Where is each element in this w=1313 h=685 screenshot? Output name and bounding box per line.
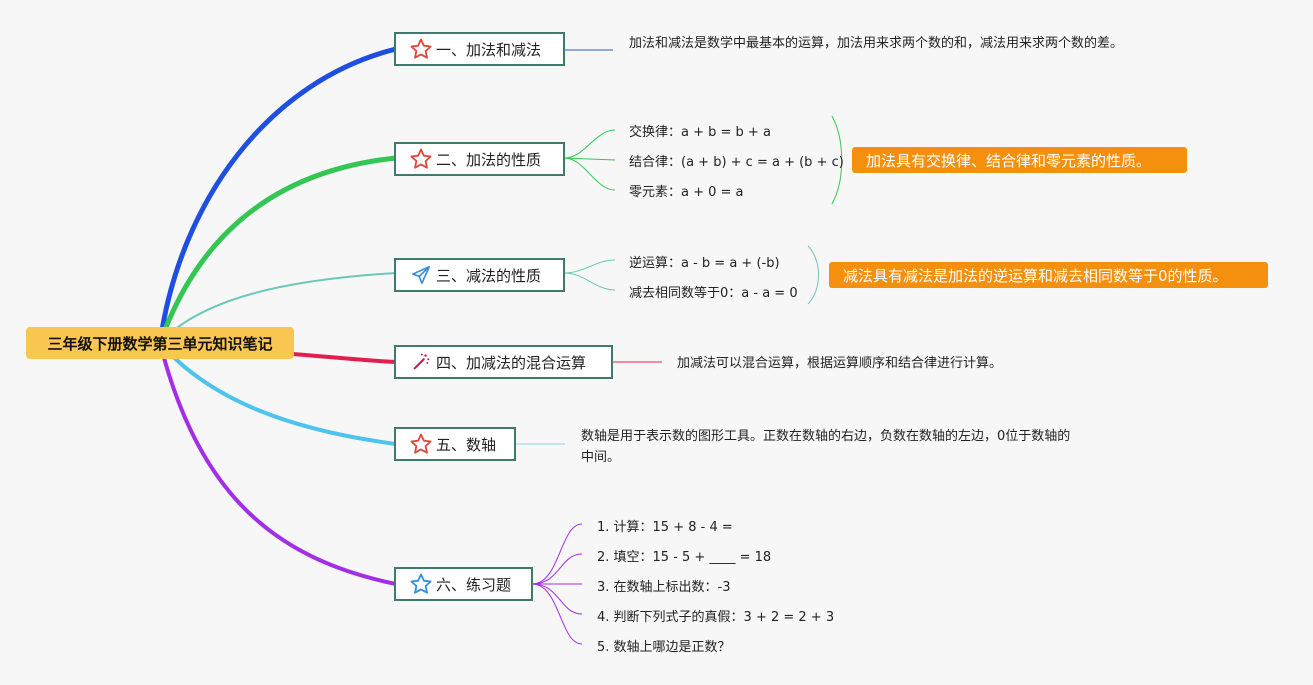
leaf-2-1[interactable]: 交换律：a + b = b + a bbox=[629, 125, 771, 140]
leaf-line-2-1 bbox=[563, 129, 616, 159]
leaf-6-4[interactable]: 4. 判断下列式子的真假：3 + 2 = 2 + 3 bbox=[597, 610, 835, 625]
branch-1-note: 加法和减法是数学中最基本的运算，加法用来求两个数的和，减法用来求两个数的差。 bbox=[629, 36, 1124, 51]
branch-label: 三、减法的性质 bbox=[436, 266, 542, 285]
leaf-6-1[interactable]: 1. 计算：15 + 8 - 4 = bbox=[597, 520, 733, 535]
star-outline-icon bbox=[408, 146, 434, 172]
branch-label: 六、练习题 bbox=[436, 575, 512, 594]
leaf-2-3[interactable]: 零元素：a + 0 = a bbox=[629, 185, 744, 200]
leaf-3-1[interactable]: 逆运算：a - b = a + (-b) bbox=[629, 256, 780, 271]
branch-label: 一、加法和减法 bbox=[436, 40, 542, 59]
leaf-3-2[interactable]: 减去相同数等于0：a - a = 0 bbox=[629, 286, 798, 301]
branch-2-node[interactable]: 二、加法的性质 bbox=[394, 142, 565, 176]
leaf-line-3-2 bbox=[563, 272, 616, 291]
star-outline-icon bbox=[408, 431, 434, 457]
leaf-6-3[interactable]: 3. 在数轴上标出数：-3 bbox=[597, 580, 731, 595]
leaf-line-6-4 bbox=[531, 583, 583, 615]
branch-4-node[interactable]: 四、加减法的混合运算 bbox=[394, 345, 613, 379]
leaf-line-2-2 bbox=[563, 157, 616, 161]
branch-label: 二、加法的性质 bbox=[436, 150, 542, 169]
star-outline-icon bbox=[408, 571, 434, 597]
branch-4-note: 加减法可以混合运算，根据运算顺序和结合律进行计算。 bbox=[677, 356, 1003, 371]
root-topic[interactable]: 三年级下册数学第三单元知识笔记 bbox=[26, 327, 294, 359]
branch-5-note: 数轴是用于表示数的图形工具。正数在数轴的右边，负数在数轴的左边，0位于数轴的中间… bbox=[581, 429, 1071, 465]
branch-line-2 bbox=[157, 155, 397, 344]
summary-bracket-3 bbox=[807, 245, 819, 305]
leaf-6-5[interactable]: 5. 数轴上哪边是正数？ bbox=[597, 640, 731, 655]
branch-label: 五、数轴 bbox=[436, 435, 497, 454]
branch-5-node[interactable]: 五、数轴 bbox=[394, 427, 516, 461]
branch-line-1 bbox=[157, 46, 397, 344]
branch-1-node[interactable]: 一、加法和减法 bbox=[394, 32, 565, 66]
paper-plane-icon bbox=[408, 262, 434, 288]
magic-wand-icon bbox=[408, 349, 434, 375]
leaf-6-2[interactable]: 2. 填空：15 - 5 + ____ = 18 bbox=[597, 550, 772, 565]
leaf-line-2-3 bbox=[563, 157, 616, 191]
branch-3-node[interactable]: 三、减法的性质 bbox=[394, 258, 565, 292]
branch-label: 四、加减法的混合运算 bbox=[436, 353, 587, 372]
summary-callout-2[interactable]: 加法具有交换律、结合律和零元素的性质。 bbox=[852, 147, 1187, 173]
branch-6-node[interactable]: 六、练习题 bbox=[394, 567, 533, 601]
leaf-line-6-2 bbox=[531, 553, 583, 585]
leaf-line-3-1 bbox=[563, 259, 616, 274]
summary-bracket-2 bbox=[831, 115, 843, 205]
leaf-line-6-1 bbox=[531, 523, 583, 585]
branch-line-6 bbox=[158, 342, 397, 586]
star-outline-icon bbox=[408, 36, 434, 62]
summary-callout-3[interactable]: 减法具有减法是加法的逆运算和减去相同数等于0的性质。 bbox=[829, 262, 1268, 288]
leaf-2-2[interactable]: 结合律：(a + b) + c = a + (b + c) bbox=[629, 155, 844, 170]
branch-line-5 bbox=[158, 341, 397, 446]
leaf-line-6-5 bbox=[531, 583, 583, 645]
